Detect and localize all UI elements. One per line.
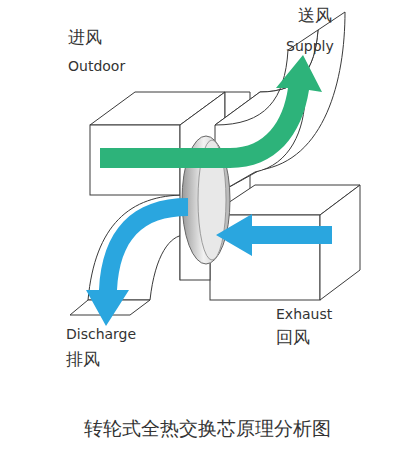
air-flow-label: Discharge xyxy=(66,326,136,342)
air-flow-label: Exhaust xyxy=(276,306,332,322)
figure-caption: 转轮式全热交换芯原理分析图 xyxy=(84,418,331,440)
air-flow-label: Outdoor xyxy=(68,58,125,74)
air-flow-label: 送风 xyxy=(298,6,332,26)
air-flow-label: 排风 xyxy=(66,350,100,370)
air-flow-label: 回风 xyxy=(276,328,310,348)
air-flow-label: 进风 xyxy=(68,28,102,48)
air-flow-label: Supply xyxy=(286,38,334,54)
